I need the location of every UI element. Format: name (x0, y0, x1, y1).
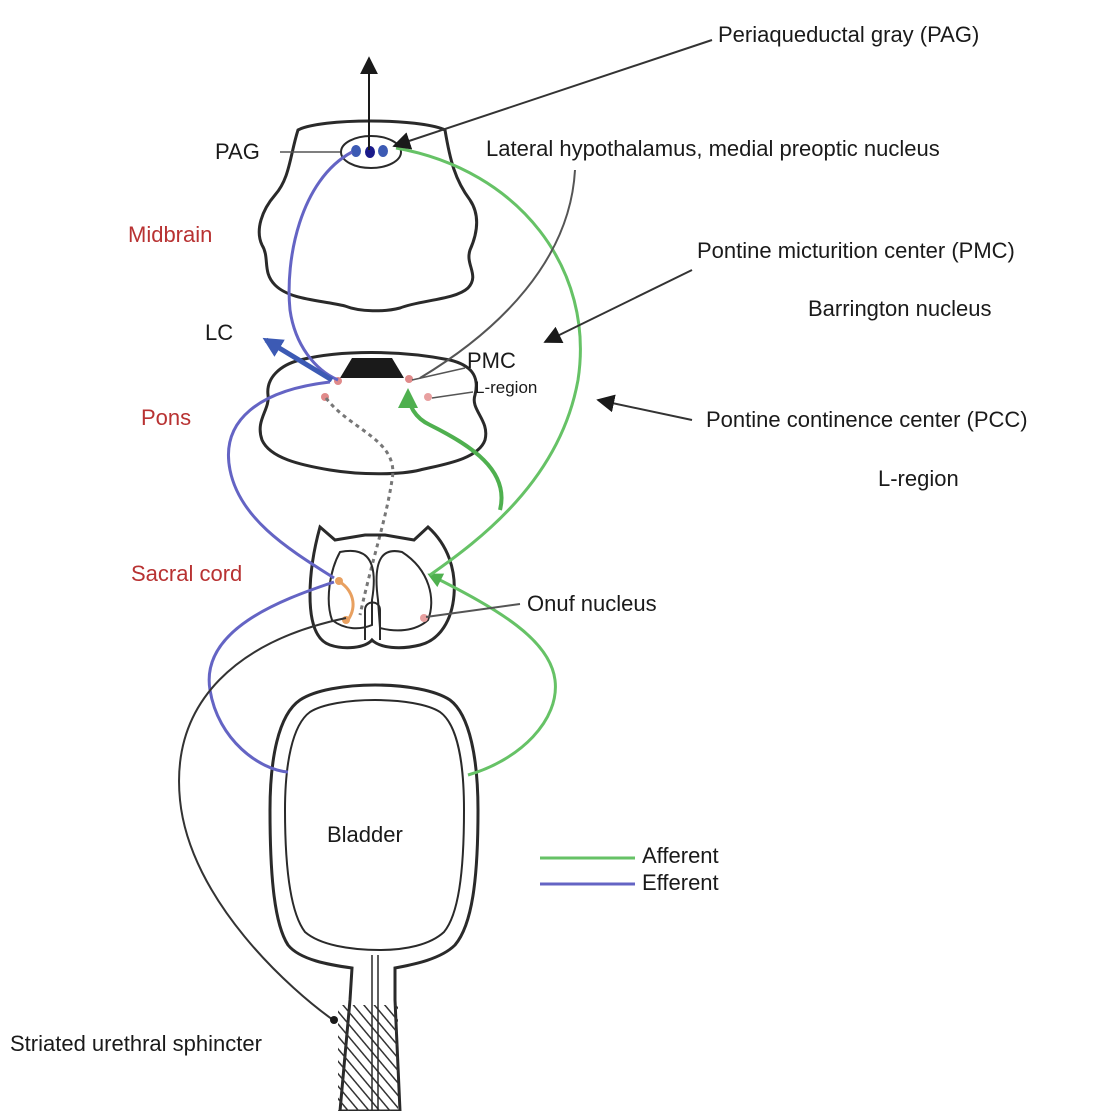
pcc-full-label: Pontine continence center (PCC) (706, 407, 1028, 432)
pag-short-label: PAG (215, 139, 260, 164)
barrington-nucleus-label: Barrington nucleus (808, 296, 992, 321)
sacral-cord-label: Sacral cord (131, 561, 243, 586)
urethra-inner (371, 955, 379, 1111)
lc-label: LC (205, 320, 234, 345)
fourth-ventricle (340, 358, 404, 378)
lateral-hypothalamus-label: Lateral hypothalamus, medial preoptic nu… (486, 136, 940, 161)
afferent-pathway-sacral-to-pag (395, 146, 582, 577)
pmc-nucleus-dot (405, 375, 413, 383)
onuf-nucleus-label: Onuf nucleus (527, 591, 657, 616)
pmc-short-leader (411, 367, 466, 381)
l-region-leader (431, 391, 474, 399)
pcc-leader (596, 394, 693, 421)
midbrain-section (257, 119, 479, 313)
afferent-pathway-bladder-to-sacral (427, 573, 557, 777)
pmc-short-label: PMC (467, 348, 516, 373)
afferent-pathway-to-pmc (398, 388, 504, 511)
l-region-small-label: L-region (475, 378, 538, 397)
pmc-full-label: Pontine micturition center (PMC) (697, 238, 1015, 263)
bladder-inner-wall (283, 699, 466, 952)
pmc-leader (543, 269, 693, 343)
pag-nucleus-dot (365, 146, 375, 158)
anterior-fissure (364, 601, 381, 640)
l-region-dot (424, 393, 432, 401)
pag-full-leader (392, 39, 713, 150)
hypothalamus-leader (419, 169, 576, 379)
l-region-label: L-region (878, 466, 959, 491)
pag-full-label: Periaqueductal gray (PAG) (718, 22, 980, 47)
striated-sphincter-hatching (338, 1005, 398, 1111)
legend-efferent-label: Efferent (642, 870, 719, 895)
aqueduct-ring (340, 135, 402, 169)
legend-afferent-label: Afferent (642, 843, 719, 868)
bladder-outer-wall (268, 683, 480, 1111)
onuf-nucleus-dot (420, 614, 428, 622)
midbrain-label: Midbrain (128, 222, 213, 247)
pag-nucleus-dot (378, 145, 388, 157)
efferent-pathway-pag-to-pmc (287, 150, 353, 382)
sphincter-terminal-dot (330, 1016, 338, 1024)
lc-arrow (262, 337, 334, 383)
striated-sphincter-label: Striated urethral sphincter (10, 1031, 262, 1056)
pons-label: Pons (141, 405, 192, 430)
sacral-cord-section (308, 524, 456, 650)
bladder-label: Bladder (327, 822, 403, 847)
interneuron (339, 580, 355, 621)
onuf-leader (425, 603, 521, 618)
efferent-pathway-pmc-to-sacral (227, 380, 335, 580)
pag-nucleus-dot (351, 145, 361, 157)
onuf-to-sphincter-pathway (178, 617, 347, 1023)
efferent-pathway-sacral-to-bladder (207, 580, 335, 774)
pons-section (258, 351, 488, 476)
descending-dotted-tract (324, 397, 395, 616)
